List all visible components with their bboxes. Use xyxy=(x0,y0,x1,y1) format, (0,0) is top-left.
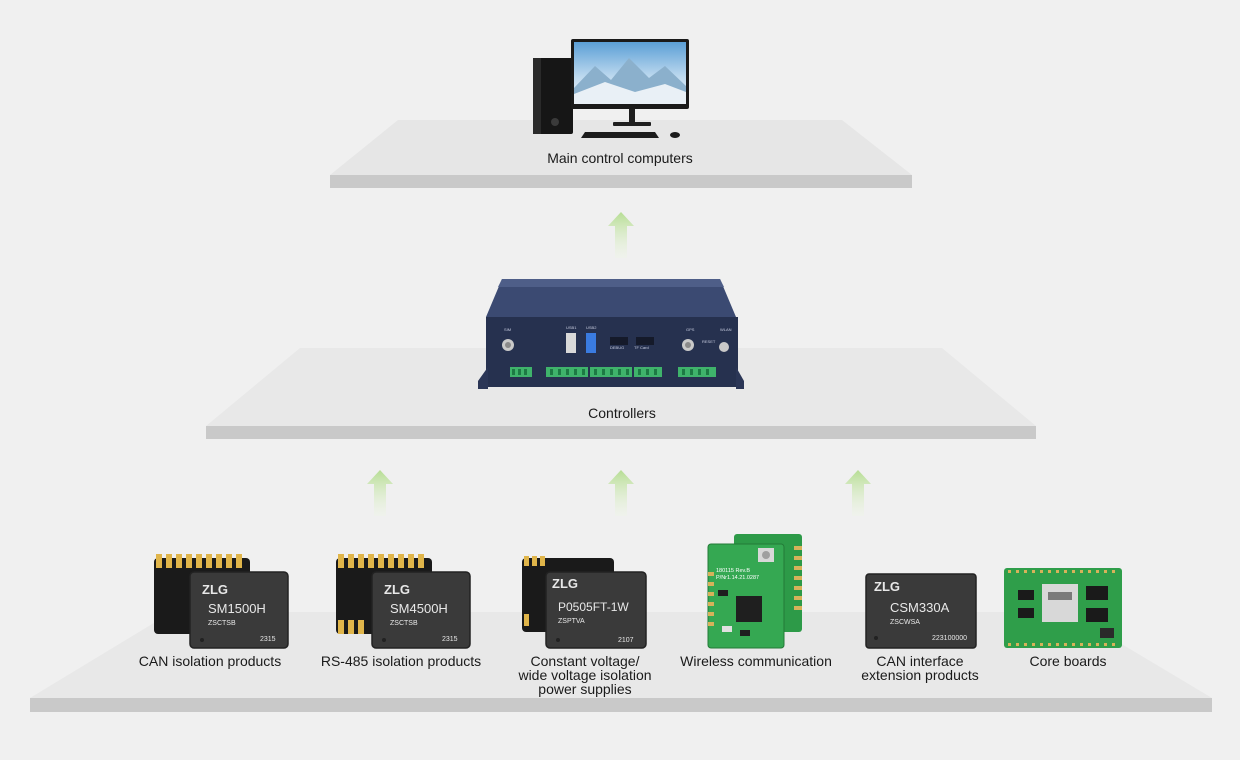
top-platform xyxy=(330,120,912,175)
arrow-up-icon xyxy=(608,470,634,516)
chip-sm1500h-image: ZLG SM1500H ZSCTSB 2315 xyxy=(154,554,289,649)
chip-date: 223100000 xyxy=(932,635,967,642)
chip-sm4500h-image: ZLG SM4500H ZSCTSB 2315 xyxy=(336,554,471,649)
top-platform-edge xyxy=(330,175,912,188)
svg-text:RESET: RESET xyxy=(702,339,716,344)
middle-tier-label: Controllers xyxy=(588,405,656,421)
product-label-power-supplies: Constant voltage/ wide voltage isolation… xyxy=(518,653,652,697)
middle-platform-edge xyxy=(206,426,1036,439)
wireless-module-image: 180115 Rev.B P/Nr1.14.21.0287 xyxy=(707,534,802,649)
product-label-wireless: Wireless communication xyxy=(680,653,832,669)
chip-model: CSM330A xyxy=(890,600,950,615)
chip-code: ZSPTVA xyxy=(558,618,585,625)
svg-text:USB2: USB2 xyxy=(586,325,597,330)
svg-text:SIM: SIM xyxy=(504,327,511,332)
core-board-image xyxy=(1004,568,1122,648)
arrow-up-icon xyxy=(845,470,871,516)
product-label-core-boards: Core boards xyxy=(1029,653,1107,669)
chip-model: P0505FT-1W xyxy=(558,600,629,614)
chip-date: 2315 xyxy=(260,636,276,643)
chip-brand: ZLG xyxy=(384,582,410,597)
svg-text:USB1: USB1 xyxy=(566,325,577,330)
chip-model: SM4500H xyxy=(390,601,448,616)
svg-text:WLAN: WLAN xyxy=(720,327,732,332)
chip-brand: ZLG xyxy=(202,582,228,597)
svg-text:GPS: GPS xyxy=(686,327,695,332)
module-code-line1: 180115 Rev.B xyxy=(716,568,750,574)
desktop-computer-image xyxy=(533,39,689,138)
module-code-line2: P/Nr1.14.21.0287 xyxy=(716,575,759,581)
arrow-up-icon xyxy=(608,212,634,258)
top-tier-label: Main control computers xyxy=(547,150,693,166)
arrow-up-icon xyxy=(367,470,393,516)
product-label-can-extension: CAN interface extension products xyxy=(861,653,979,683)
svg-text:TF Card: TF Card xyxy=(634,345,649,350)
chip-csm330a-image: ZLG CSM330A ZSCWSA 223100000 xyxy=(865,573,977,649)
product-label-rs485-isolation: RS-485 isolation products xyxy=(320,653,482,669)
svg-text:DEBUG: DEBUG xyxy=(610,345,624,350)
chip-date: 2315 xyxy=(442,636,458,643)
chip-code: ZSCTSB xyxy=(390,620,418,627)
chip-code: ZSCWSA xyxy=(890,619,920,626)
chip-p0505ft-image: ZLG P0505FT-1W ZSPTVA 2107 xyxy=(522,556,647,649)
product-label-can-isolation: CAN isolation products xyxy=(138,653,282,669)
chip-brand: ZLG xyxy=(552,576,578,591)
chip-date: 2107 xyxy=(618,637,634,644)
chip-brand: ZLG xyxy=(874,579,900,594)
bottom-platform-edge xyxy=(30,698,1212,712)
controller-device-image: SIM USB1 USB2 DEBUG TF Card GPS RESET WL… xyxy=(478,279,744,389)
chip-model: SM1500H xyxy=(208,601,266,616)
chip-code: ZSCTSB xyxy=(208,620,236,627)
